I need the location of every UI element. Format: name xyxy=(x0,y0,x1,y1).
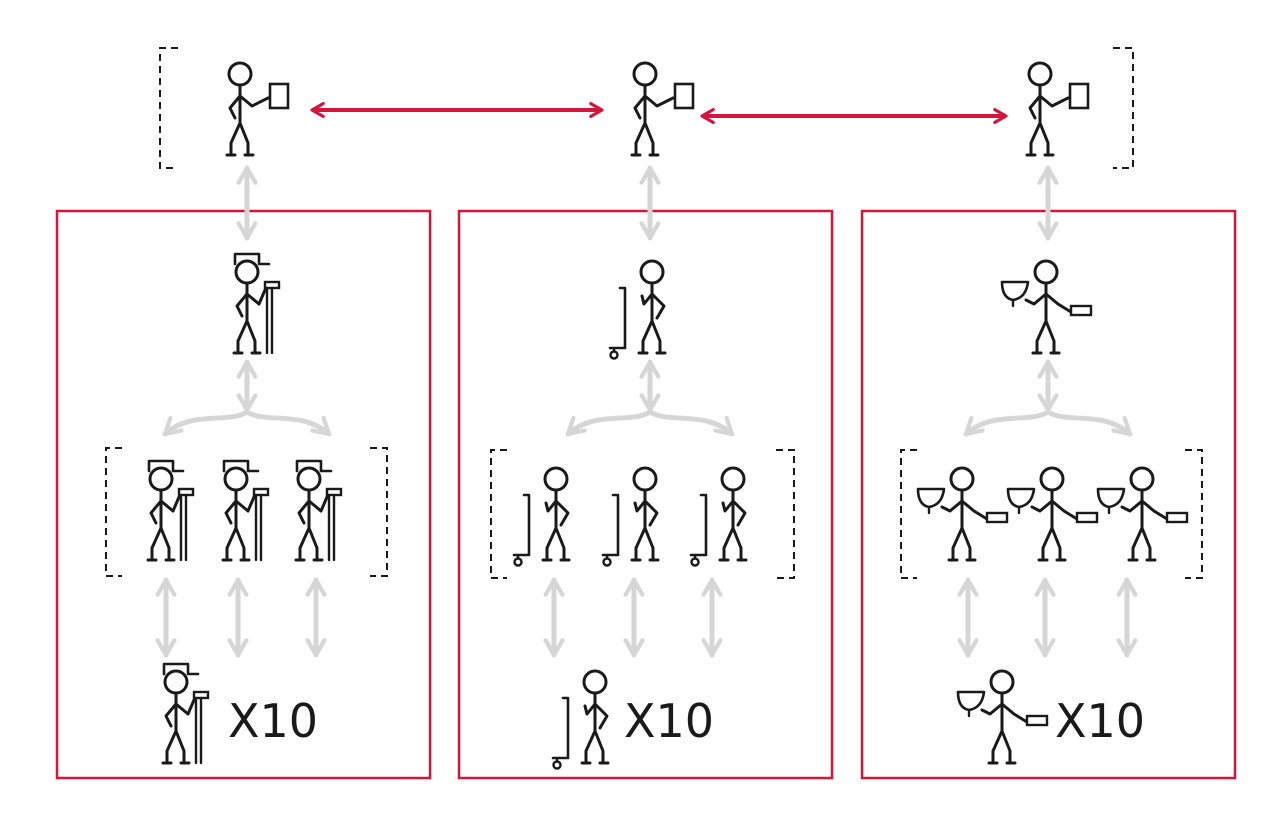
unit-figure-1 xyxy=(161,662,210,765)
top-group-bracket-left xyxy=(159,47,178,169)
branch-left-arrow-1 xyxy=(162,409,250,437)
team-member-figure-2-2 xyxy=(601,466,660,567)
top-group-bracket-right xyxy=(1113,47,1134,169)
branch-right-arrow-2 xyxy=(647,409,735,437)
manager-figure-3 xyxy=(1025,61,1090,157)
branch-right-arrow-3 xyxy=(1045,409,1133,437)
team-member-figure-3-3 xyxy=(1096,466,1189,562)
team-member-figure-1-1 xyxy=(146,459,195,562)
team-member-figure-2-1 xyxy=(512,466,571,567)
team-count-label-movers: X10 xyxy=(624,694,714,748)
team-count-label-masons: X10 xyxy=(1055,694,1145,748)
branch-left-arrow-2 xyxy=(565,409,653,437)
manager-figure-1 xyxy=(225,61,290,157)
team-lead-figure-1 xyxy=(232,252,281,355)
branch-right-arrow-1 xyxy=(244,409,332,437)
unit-figure-3 xyxy=(956,669,1049,765)
team-member-figure-3-2 xyxy=(1006,466,1099,562)
team-member-figure-2-3 xyxy=(689,466,748,567)
team-lead-figure-2 xyxy=(608,259,667,360)
team-member-figure-3-1 xyxy=(916,466,1009,562)
manager-figure-2 xyxy=(630,61,695,157)
unit-figure-2 xyxy=(551,669,610,770)
team-lead-figure-3 xyxy=(1000,259,1093,355)
figure-layer xyxy=(146,61,1189,770)
team-member-figure-1-2 xyxy=(221,459,270,562)
branch-left-arrow-3 xyxy=(963,409,1051,437)
connector-layer xyxy=(155,165,1138,658)
team-member-figure-1-3 xyxy=(294,459,343,562)
team-count-label-painters: X10 xyxy=(228,694,318,748)
